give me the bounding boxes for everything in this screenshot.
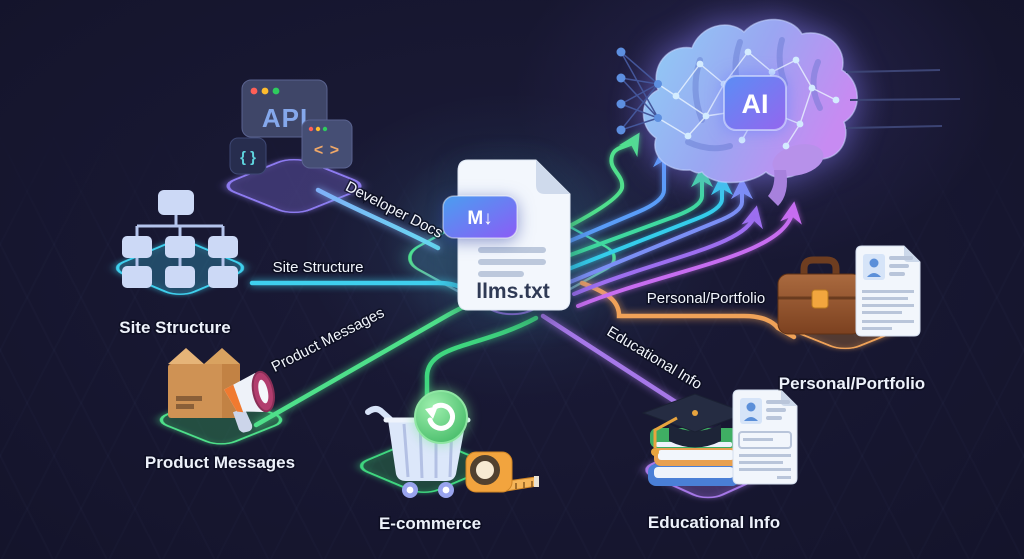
developer-docs-line [315, 187, 441, 251]
resume-lines [739, 400, 791, 479]
arrow-cyan [564, 173, 733, 272]
return-arrow-badge-icon [414, 390, 468, 444]
briefcase-icon [777, 256, 863, 335]
braces-glyph: { } [240, 149, 256, 166]
ecommerce-label: E-commerce [379, 514, 481, 533]
ai-chip [723, 75, 787, 131]
ai-brain: AI [616, 18, 961, 206]
measuring-tape-icon [465, 451, 539, 493]
traffic-light-yellow-icon [261, 87, 269, 95]
educational-info-label: Educational Info [648, 513, 780, 532]
sitemap-boxes-icon [122, 190, 238, 288]
arrow-blue [556, 145, 675, 248]
markdown-badge-label: M↓ [467, 208, 492, 229]
output-lines [845, 69, 961, 129]
filename-text: llms.txt [476, 280, 550, 303]
resume-lines [862, 256, 914, 330]
megaphone-icon [224, 370, 275, 433]
file-fold-corner [536, 160, 570, 194]
arrow-periwinkle [568, 177, 753, 284]
sitemap-connectors [135, 215, 225, 266]
arrow-purple [572, 205, 763, 296]
package-box-icon [168, 348, 240, 418]
mini-dot-yellow-icon [315, 126, 321, 132]
product-messages-label: Product Messages [145, 453, 295, 472]
traffic-light-red-icon [250, 87, 258, 95]
input-network-dots [616, 47, 662, 135]
braces-icon: { } [229, 137, 267, 175]
personal-portfolio-label: Personal/Portfolio [779, 374, 925, 393]
brain-stem [768, 170, 787, 206]
educational-info-line-label: Educational Info [604, 323, 705, 393]
graduation-cap-icon [641, 393, 749, 456]
site-structure-node [122, 190, 238, 288]
resume-document-icon [855, 245, 921, 337]
mini-dot-green-icon [322, 126, 328, 132]
code-window-bg [301, 119, 353, 169]
code-window-icon: < > [301, 119, 353, 169]
educational-info-node [641, 389, 798, 486]
brain-network [657, 48, 840, 150]
code-glyph: < > [314, 142, 340, 159]
resume-document-icon [732, 389, 798, 485]
markdown-badge-icon [442, 195, 518, 239]
ecommerce-line [424, 315, 539, 435]
personal-portfolio-line-label: Personal/Portfolio [647, 290, 765, 307]
file-text-lines [478, 247, 546, 277]
input-network-edges [620, 51, 659, 131]
product-messages-node [168, 348, 275, 433]
api-node: API { } < > [229, 79, 353, 175]
personal-portfolio-line [579, 280, 797, 340]
ecommerce-node [365, 390, 539, 498]
arrow-teal [560, 165, 713, 260]
llms-txt-file: llms.txt M↓ [442, 159, 571, 311]
site-structure-label: Site Structure [119, 318, 230, 337]
personal-portfolio-node [777, 245, 921, 337]
brain-arrows [552, 132, 802, 308]
arrow-green [552, 132, 640, 236]
mini-dot-red-icon [308, 126, 314, 132]
brain-cerebellum [772, 144, 824, 176]
api-window-title: API [262, 103, 308, 133]
arrow-magenta [576, 201, 802, 308]
traffic-light-green-icon [272, 87, 280, 95]
braces-icon-bg [229, 137, 267, 175]
ai-chip-label: AI [742, 89, 769, 119]
input-network [616, 47, 662, 135]
product-messages-line-label: Product Messages [269, 304, 387, 376]
site-structure-line-label: Site Structure [273, 259, 364, 276]
